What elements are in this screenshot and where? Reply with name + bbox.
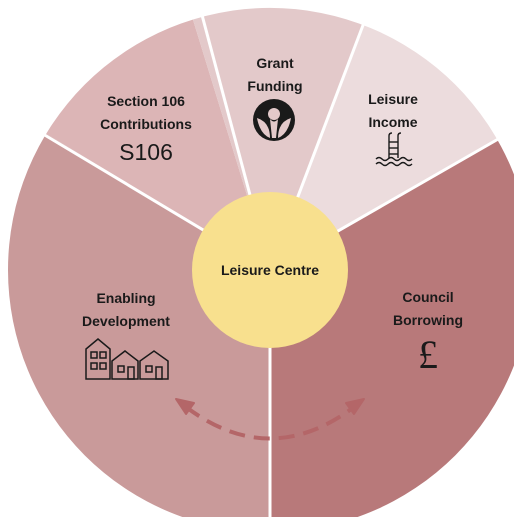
double-headed-dashed-arrow-icon xyxy=(175,398,365,441)
segment-enabling-development xyxy=(0,130,270,517)
council-label-line2: Borrowing xyxy=(393,312,463,328)
houses-icon xyxy=(85,338,169,380)
leisure-label-line2: Income xyxy=(368,114,417,130)
enabling-label-line1: Enabling xyxy=(96,290,155,306)
segment-section-106 xyxy=(40,10,270,270)
s106-label-line2: Contributions xyxy=(100,116,192,132)
council-label-line1: Council xyxy=(402,289,453,305)
lottery-logo-icon xyxy=(253,99,295,141)
pound-sign-icon: £ xyxy=(418,332,438,377)
leisure-label-line1: Leisure xyxy=(368,91,418,107)
grant-label-line1: Grant xyxy=(256,55,294,71)
swimming-pool-icon xyxy=(375,132,413,167)
s106-label-line1: Section 106 xyxy=(107,93,185,109)
center-label: Leisure Centre xyxy=(221,262,319,278)
grant-label-line2: Funding xyxy=(247,78,302,94)
enabling-label-line2: Development xyxy=(82,313,170,329)
s106-code: S106 xyxy=(119,139,173,165)
center-circle xyxy=(192,192,348,348)
segment-leisure-income xyxy=(270,20,514,270)
